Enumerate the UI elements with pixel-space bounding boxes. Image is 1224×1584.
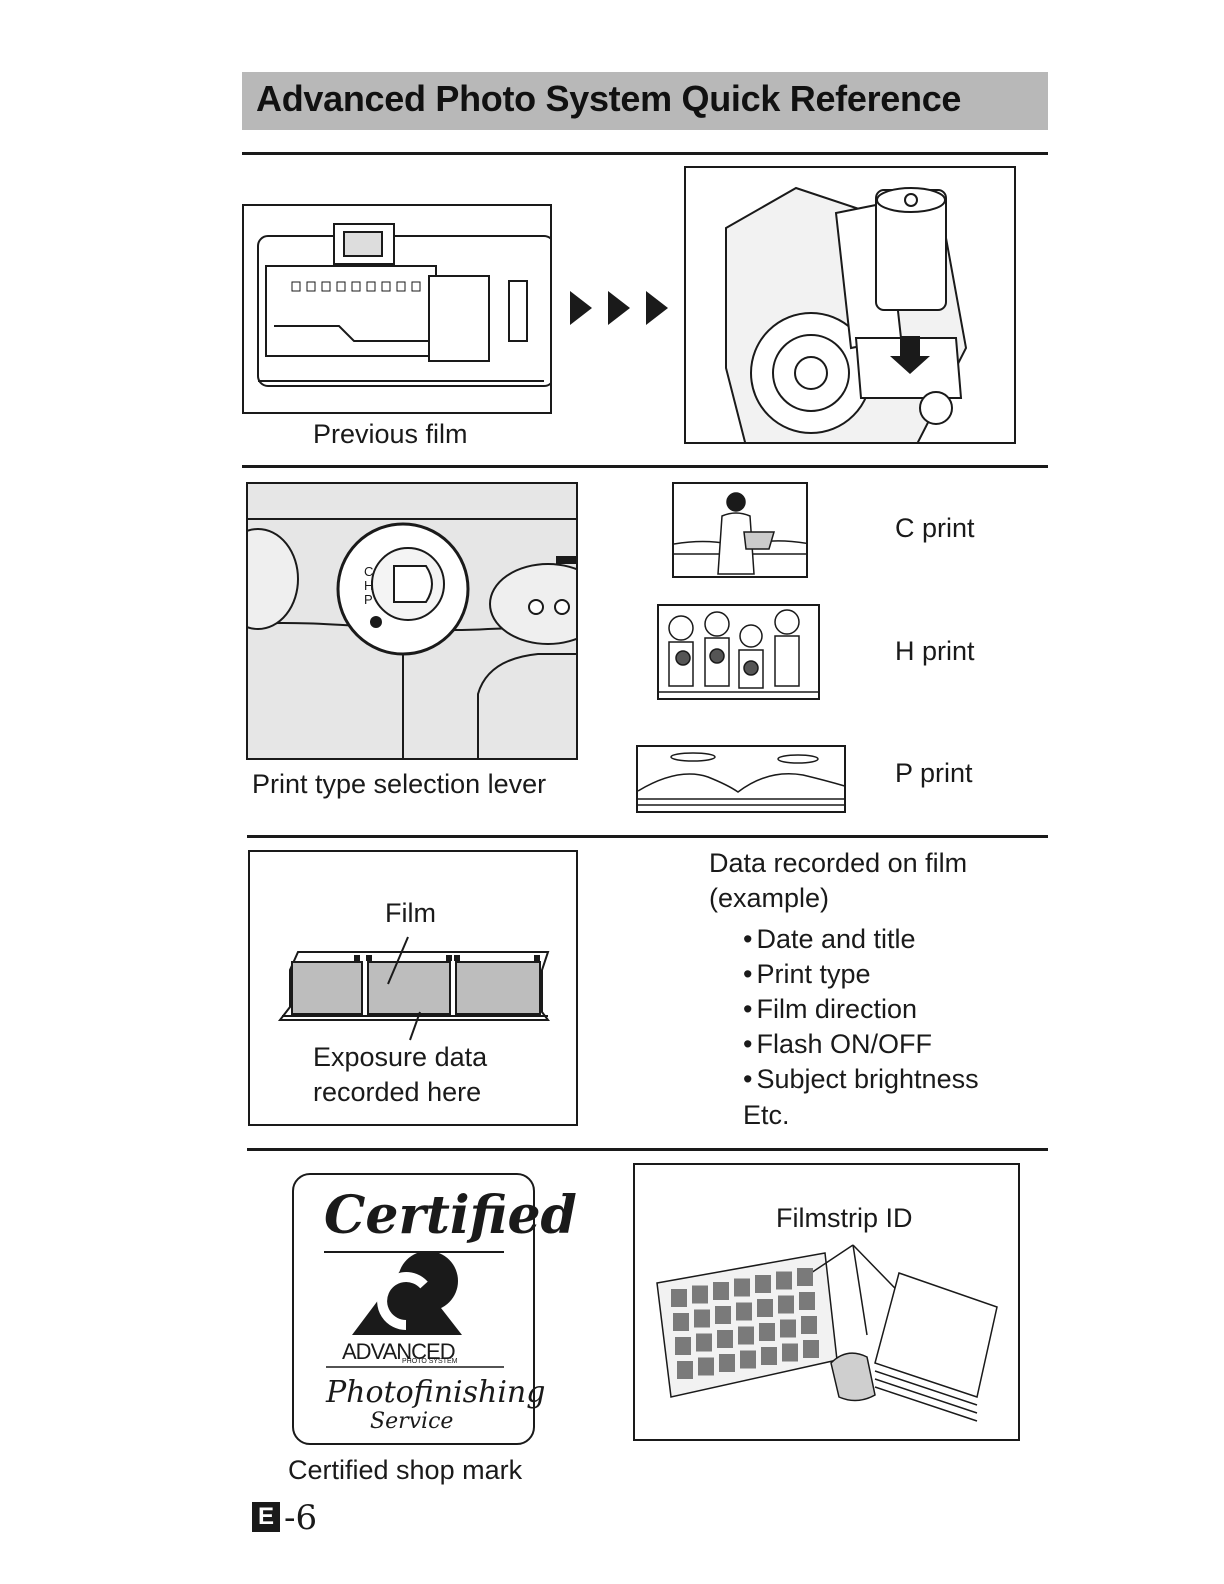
logo-certified-text: Certified (324, 1185, 577, 1246)
cartridge-loading-illustration (684, 166, 1016, 444)
c-print-label: C print (895, 513, 975, 543)
p-print-illustration (636, 745, 846, 813)
data-etc: Etc. (743, 1100, 790, 1130)
c-print-illustration (672, 482, 808, 578)
certified-logo: Certified ADVANCED PHOTO SYSTEM Photofin… (292, 1173, 577, 1445)
camera-back-illustration: C H P (246, 482, 578, 760)
film-data-box: Film Exposure data recorded here (248, 850, 578, 1126)
exposure-label-line1: Exposure data (313, 1042, 488, 1072)
previous-film-label: Previous film (313, 419, 468, 449)
logo-advanced-text: ADVANCED (342, 1339, 456, 1364)
p-print-label: P print (895, 758, 973, 788)
h-print-illustration (657, 604, 820, 700)
section-divider (242, 465, 1048, 468)
logo-service-text: Service (370, 1409, 454, 1434)
logo-photofinishing-text: Photofinishing (326, 1375, 546, 1410)
certified-shop-mark-label: Certified shop mark (288, 1455, 523, 1485)
page-letter-badge: E (252, 1502, 280, 1532)
previous-film-camera-illustration (242, 204, 552, 414)
print-type-lever-label: Print type selection lever (252, 769, 547, 799)
list-item: Film direction (709, 992, 979, 1027)
data-title-line2: (example) (709, 883, 830, 913)
lever-letter-c: C (364, 564, 373, 579)
lever-letter-p: P (364, 592, 373, 607)
section-divider (247, 835, 1048, 838)
data-list: Date and title Print type Film direction… (709, 922, 979, 1097)
film-label: Film (385, 898, 436, 928)
list-item: Date and title (709, 922, 979, 957)
logo-photo-system-text: PHOTO SYSTEM (402, 1358, 458, 1365)
list-item: Flash ON/OFF (709, 1027, 979, 1062)
section-divider (242, 152, 1048, 155)
arrows-icon (568, 288, 678, 333)
exposure-label-line2: recorded here (313, 1077, 482, 1107)
list-item: Print type (709, 957, 979, 992)
page-number: -6 (284, 1498, 318, 1538)
filmstrip-id-box: Filmstrip ID (633, 1163, 1020, 1441)
h-print-label: H print (895, 636, 975, 666)
list-item: Subject brightness (709, 1062, 978, 1097)
section-divider (247, 1148, 1048, 1151)
data-title-line1: Data recorded on film (709, 848, 968, 878)
filmstrip-id-label: Filmstrip ID (776, 1203, 913, 1233)
page-header: Advanced Photo System Quick Reference (242, 72, 1048, 130)
logo-divider (324, 1251, 504, 1253)
lever-letter-h: H (364, 578, 373, 593)
page-title: Advanced Photo System Quick Reference (256, 78, 962, 119)
